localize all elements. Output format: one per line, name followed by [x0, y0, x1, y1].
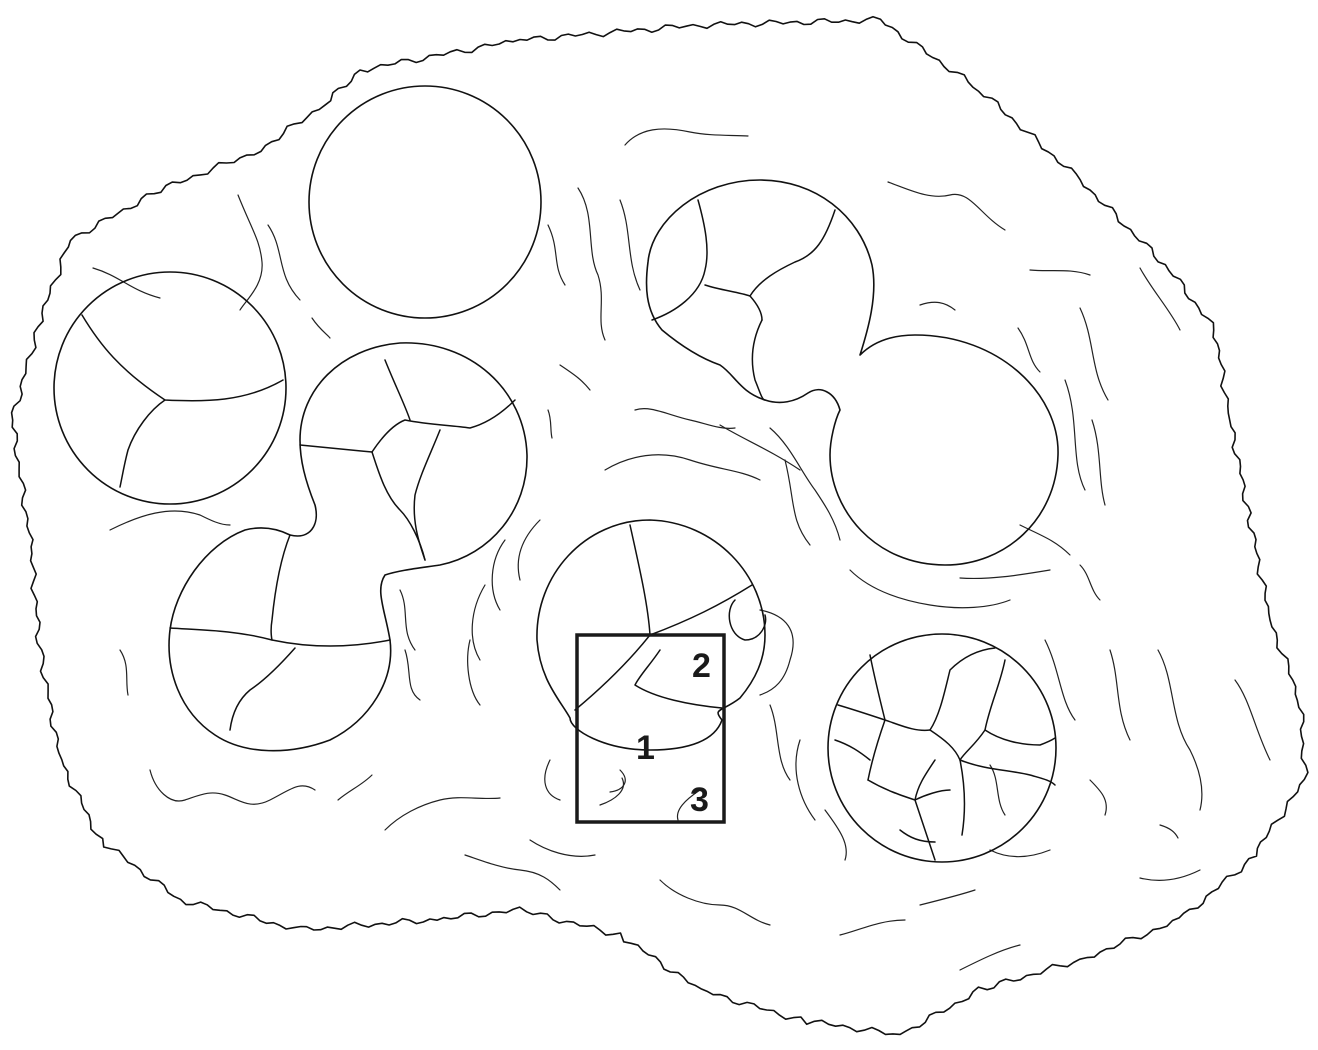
- cleavage-wall: [729, 600, 765, 640]
- cleavage-wall: [835, 740, 870, 760]
- embryo-membrane: [54, 272, 286, 504]
- embryo-lower-right-cluster: [828, 634, 1056, 862]
- strand: [850, 570, 1010, 608]
- strand: [312, 318, 330, 338]
- strand: [120, 650, 128, 695]
- cleavage-wall: [868, 780, 935, 860]
- strand: [110, 511, 230, 530]
- cleavage-wall: [652, 200, 707, 320]
- cleavage-wall: [300, 445, 372, 452]
- strand: [548, 225, 565, 285]
- strand: [1092, 420, 1105, 505]
- strand: [920, 890, 975, 905]
- strand: [578, 188, 605, 340]
- cleavage-wall: [414, 430, 440, 560]
- cleavage-wall: [750, 210, 835, 296]
- callout-label-1: 1: [636, 729, 655, 767]
- strand: [1090, 780, 1106, 815]
- strand: [1065, 380, 1085, 490]
- strand: [620, 200, 640, 290]
- strand: [518, 520, 540, 580]
- cleavage-wall: [120, 400, 165, 487]
- strand: [625, 129, 748, 145]
- strand: [268, 225, 300, 300]
- embryo-membrane: [309, 86, 541, 318]
- strand: [990, 765, 1005, 815]
- strand: [150, 770, 315, 804]
- cleavage-wall: [752, 320, 765, 400]
- strand: [796, 740, 815, 820]
- strand: [1235, 680, 1270, 760]
- strand: [1160, 825, 1178, 838]
- cleavage-wall: [230, 648, 295, 730]
- strand: [468, 640, 480, 705]
- strand: [840, 920, 905, 935]
- cleavage-wall: [900, 830, 935, 842]
- strand: [1140, 870, 1200, 880]
- cleavage-wall: [650, 585, 752, 635]
- strand: [405, 650, 420, 700]
- strand: [238, 195, 262, 310]
- cleavage-wall: [915, 790, 950, 800]
- strand: [960, 945, 1020, 970]
- strand: [465, 855, 560, 890]
- strand: [660, 880, 770, 925]
- embryo-left-middle-cluster: [169, 343, 527, 751]
- strand: [825, 810, 846, 860]
- embryo-left-4-cell: [54, 272, 286, 504]
- cleavage-wall: [960, 660, 1005, 760]
- strand: [785, 460, 810, 545]
- cleavage-wall: [960, 760, 1055, 785]
- embryo-membrane: [169, 343, 527, 751]
- strand: [1158, 650, 1202, 810]
- cleavage-wall: [630, 525, 650, 635]
- strand: [548, 410, 552, 438]
- strand: [920, 302, 955, 310]
- strand: [770, 705, 790, 780]
- callout-label-3: 3: [690, 781, 709, 819]
- strand: [338, 775, 372, 800]
- cleavage-wall: [385, 360, 410, 420]
- cleavage-wall: [372, 452, 425, 560]
- strand: [1080, 308, 1108, 400]
- cleavage-wall: [271, 535, 290, 640]
- strand: [1018, 328, 1040, 372]
- embryo-uncleaved-top: [309, 86, 541, 318]
- strand: [1110, 650, 1130, 740]
- strand: [545, 760, 560, 800]
- strand: [960, 570, 1050, 578]
- embryo-upper-right-cluster: [646, 180, 1058, 565]
- cleavage-wall: [985, 730, 1055, 745]
- embryo-membrane: [828, 634, 1056, 862]
- cleavage-wall: [170, 628, 390, 646]
- strand: [605, 455, 760, 480]
- callout-label-2: 2: [692, 647, 711, 685]
- cleavage-wall: [930, 730, 964, 835]
- strand: [472, 585, 485, 660]
- jelly-strands: [93, 129, 1270, 970]
- egg-mass-outline: [12, 17, 1308, 1035]
- strand: [888, 182, 1005, 230]
- strand: [560, 365, 590, 390]
- cleavage-wall: [372, 400, 515, 452]
- cleavage-wall: [575, 635, 650, 710]
- strand: [492, 540, 505, 610]
- strand: [1030, 270, 1090, 275]
- strand: [530, 840, 595, 856]
- strand: [1080, 565, 1100, 600]
- cleavage-wall: [930, 648, 995, 730]
- strand: [770, 428, 840, 540]
- embryo-membrane: [646, 180, 1058, 565]
- cleavage-wall: [82, 315, 283, 401]
- strand: [990, 850, 1050, 857]
- strand: [385, 798, 500, 830]
- strand: [400, 590, 415, 650]
